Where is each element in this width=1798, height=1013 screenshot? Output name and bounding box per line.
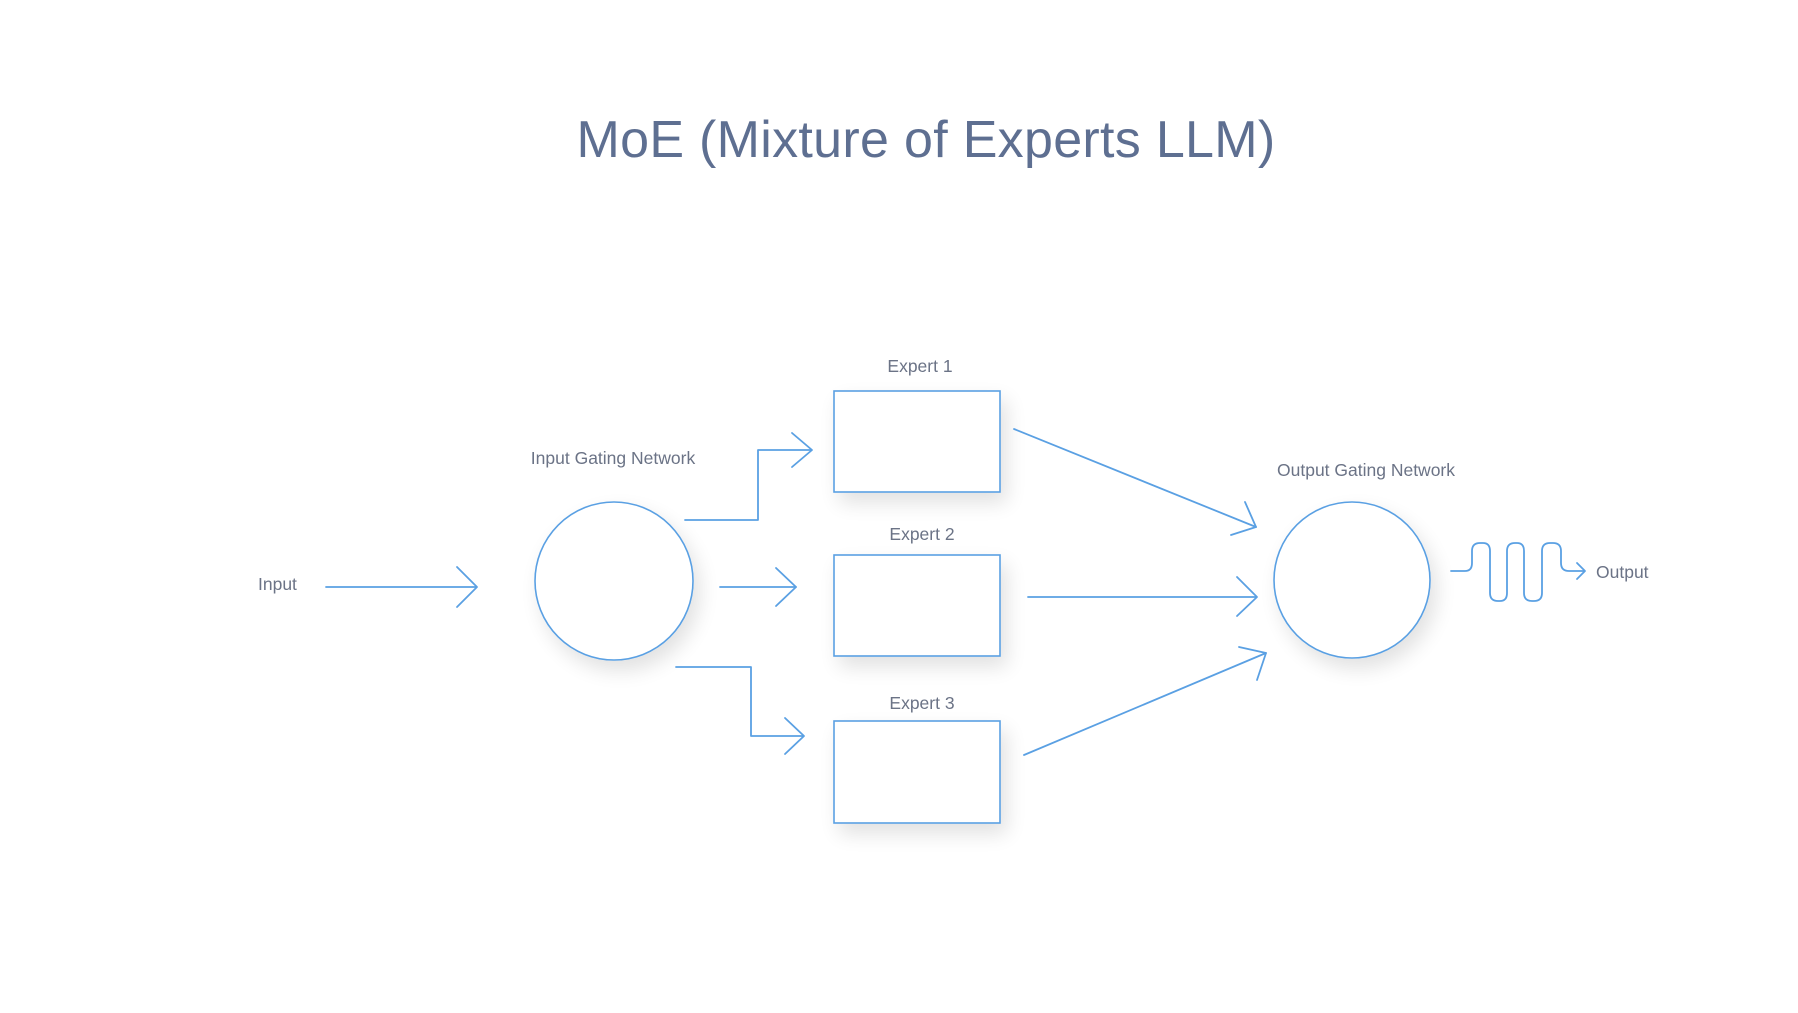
output-label: Output (1596, 562, 1649, 582)
diagram-title: MoE (Mixture of Experts LLM) (576, 111, 1276, 169)
expert-3-label: Expert 3 (889, 693, 955, 713)
output-gating-node (1273, 501, 1431, 659)
input-gating-node (534, 501, 694, 661)
input-gating-label: Input Gating Network (530, 448, 696, 468)
output-wave-arrow (1450, 542, 1586, 602)
connector-to-expert-1 (684, 432, 813, 521)
expert-2-label: Expert 2 (889, 524, 955, 544)
connector-to-expert-3 (675, 666, 805, 755)
input-arrow (325, 566, 478, 608)
connector-from-expert-1 (1013, 428, 1257, 536)
expert-1-box (833, 390, 1001, 493)
connector-from-expert-3 (1023, 646, 1267, 756)
expert-2-box (833, 554, 1001, 657)
connector-to-expert-2 (719, 567, 797, 607)
connector-from-expert-2 (1027, 576, 1258, 617)
expert-1-label: Expert 1 (887, 356, 953, 376)
expert-3-box (833, 720, 1001, 824)
output-gating-label: Output Gating Network (1277, 460, 1455, 480)
input-label: Input (258, 574, 297, 594)
